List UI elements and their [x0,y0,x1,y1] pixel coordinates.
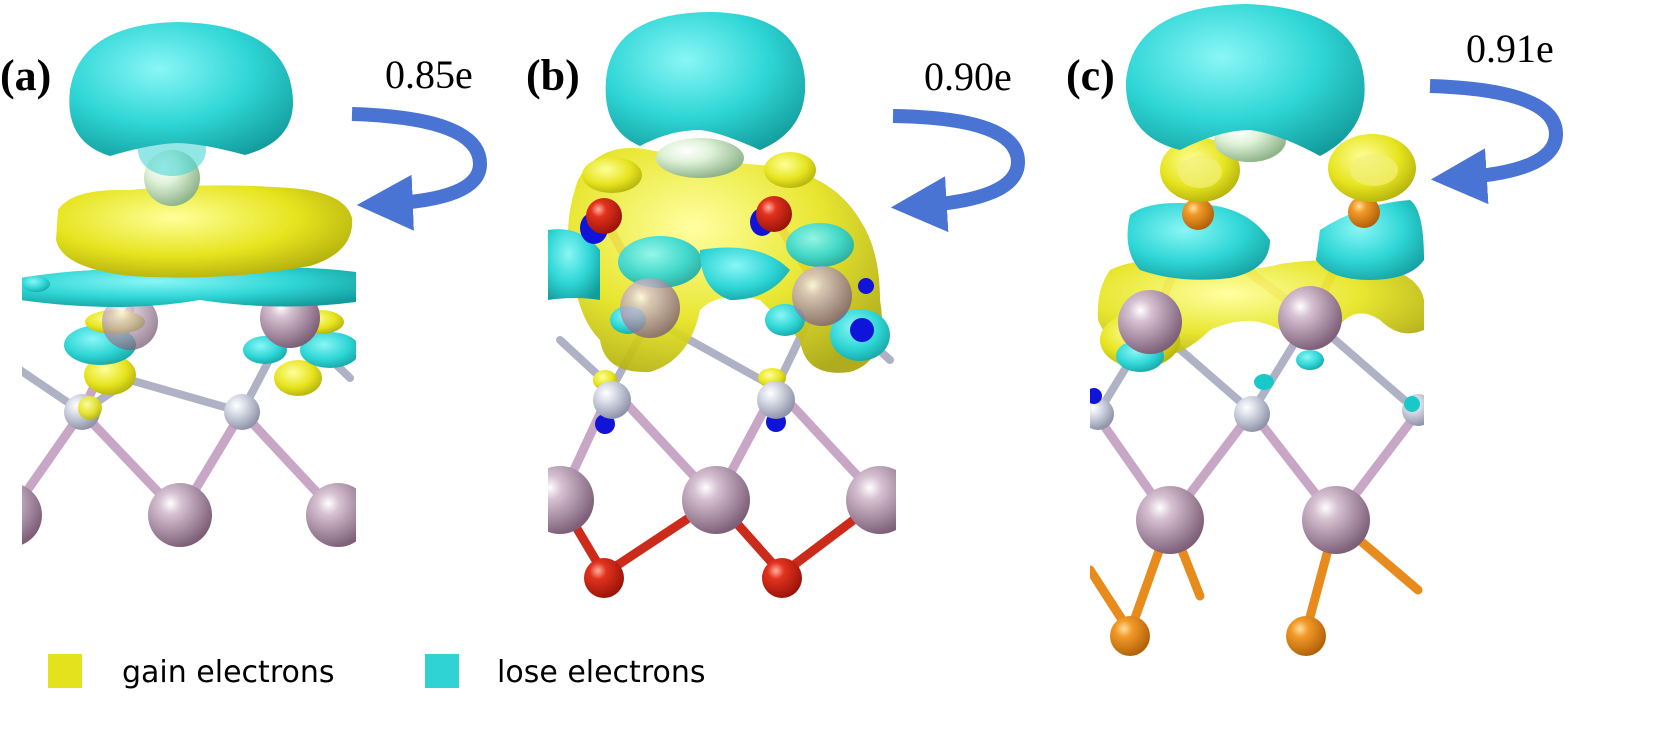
panel-a-transfer-arrow [351,107,488,231]
n-atom [1234,396,1270,432]
metal-atom [620,278,680,338]
metal-atom [682,466,750,534]
n-atom [757,381,795,419]
metal-atom [846,466,896,534]
legend-gain-label: gain electrons [122,655,335,690]
o-atom [762,558,802,598]
o-atom [584,558,624,598]
panel-a-label: (a) [0,51,51,100]
metal-atom [306,483,356,547]
panel-c-structure [1090,4,1424,656]
o-atom [586,198,622,234]
metal-atom [148,483,212,547]
n-atom [224,394,260,430]
panel-b: (b) 0.90e [526,12,1026,598]
panel-a: (a) 0.85e [0,22,488,547]
n-atom [593,381,631,419]
panel-b-structure [548,12,896,598]
panel-a-structure [22,22,356,547]
dopant-atom [1348,196,1380,228]
legend-gain-swatch [48,654,82,688]
o-atom [756,196,792,232]
panel-c: (c) 0.91e [1066,4,1564,656]
h-atom [656,138,744,178]
panel-b-transfer-arrow [890,109,1026,233]
panel-b-charge: 0.90e [924,54,1012,99]
metal-atom [548,466,594,534]
metal-atom [1136,486,1204,554]
dopant-atom [1110,616,1150,656]
dopant-atom [1182,198,1214,230]
legend-lose-label: lose electrons [497,655,706,690]
panel-b-label: (b) [526,51,580,100]
metal-atom [792,266,852,326]
panel-c-label: (c) [1066,51,1115,100]
panel-a-charge: 0.85e [385,52,473,97]
metal-atom [1302,486,1370,554]
metal-atom [102,294,158,350]
metal-atom [22,485,42,545]
legend-lose-swatch [425,654,459,688]
panel-c-charge: 0.91e [1466,26,1554,71]
dopant-atom [1286,616,1326,656]
metal-atom [1118,290,1182,354]
metal-atom [1278,286,1342,350]
legend: gain electrons lose electrons [48,654,706,690]
panel-c-transfer-arrow [1429,79,1564,205]
n-atom [1090,398,1114,430]
